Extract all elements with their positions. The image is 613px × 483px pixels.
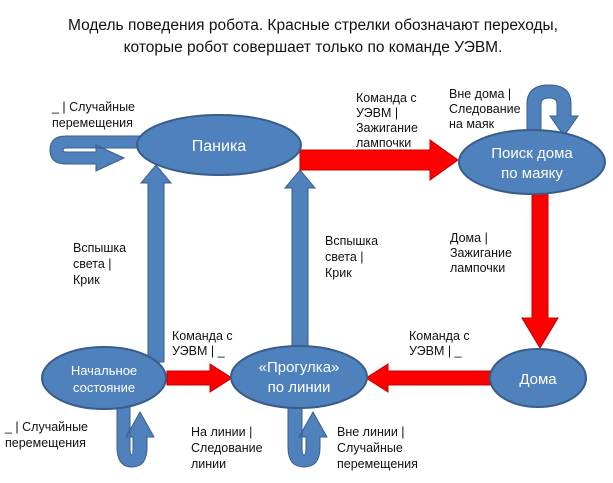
- label-walk-to-panic: Вспышка света | Крик: [325, 234, 378, 280]
- label-walk-self-2: Следование: [191, 441, 263, 455]
- arrow-start-to-walk: [166, 363, 233, 393]
- node-search: Поиск дома по маяку: [458, 129, 606, 195]
- label-walk-self-3: линии: [191, 457, 226, 471]
- node-walk-label-1: «Прогулка»: [259, 359, 340, 376]
- arrow-walk-self-loop: [287, 399, 328, 468]
- label-start-to-walk-2: УЭВМ | _: [172, 344, 226, 358]
- arrow-walk-to-panic: [283, 169, 317, 356]
- label-start-to-panic-2: света |: [73, 257, 112, 271]
- arrow-search-self-loop: [526, 84, 579, 141]
- label-start-to-panic: Вспышка света | Крик: [73, 241, 126, 287]
- node-walk-shape: [230, 345, 368, 409]
- label-start-self: _ | Случайные перемещения: [4, 420, 88, 450]
- label-start-to-panic-1: Вспышка: [73, 241, 126, 255]
- label-search-to-home-1: Дома |: [450, 231, 488, 245]
- node-panic-shape: [136, 114, 302, 176]
- label-search-self-1: Вне дома |: [449, 87, 511, 101]
- node-walk-label-2: по линии: [268, 379, 331, 396]
- label-home-to-walk-2: УЭВМ | _: [409, 344, 463, 358]
- label-start-to-panic-3: Крик: [73, 273, 100, 287]
- label-search-to-home: Дома | Зажигание лампочки: [450, 231, 512, 275]
- node-start: Начальное состояние: [41, 346, 167, 410]
- title-line-2: которые робот совершает только по команд…: [124, 39, 503, 56]
- label-walk-to-panic-2: света |: [325, 250, 364, 264]
- label-search-self-3: на маяк: [449, 117, 495, 131]
- label-walk-to-panic-3: Крик: [325, 266, 352, 280]
- node-panic-label: Паника: [192, 138, 247, 155]
- label-home-to-walk: Команда с УЭВМ | _: [409, 329, 470, 358]
- node-search-shape: [458, 129, 606, 195]
- label-walk-self-alt-1: Вне линии |: [337, 425, 405, 439]
- label-walk-self-alt-2: Случайные: [337, 441, 403, 455]
- command-transitions: [166, 139, 559, 393]
- label-search-to-home-3: лампочки: [450, 261, 505, 275]
- label-walk-self-1: На линии |: [191, 425, 252, 439]
- label-walk-self-alt-3: перемещения: [337, 457, 418, 471]
- label-home-to-walk-1: Команда с: [409, 329, 470, 343]
- label-search-self: Вне дома | Следование на маяк: [449, 87, 521, 131]
- label-start-self-1: _ | Случайные: [4, 420, 88, 434]
- node-search-label-2: по маяку: [501, 165, 563, 182]
- label-start-to-walk: Команда с УЭВМ | _: [172, 329, 233, 358]
- arrow-start-self-loop: [116, 403, 155, 468]
- label-walk-to-panic-1: Вспышка: [325, 234, 378, 248]
- arrow-home-to-walk: [365, 363, 491, 393]
- node-start-shape: [41, 346, 167, 410]
- label-panic-to-search-1: Команда с: [356, 91, 417, 105]
- label-walk-self: На линии | Следование линии: [191, 425, 263, 471]
- label-walk-self-alt: Вне линии | Случайные перемещения: [337, 425, 418, 471]
- label-search-self-2: Следование: [449, 102, 521, 116]
- label-panic-to-search-4: лампочки: [356, 136, 411, 150]
- arrow-panic-to-search: [299, 139, 459, 181]
- node-home-label: Дома: [519, 371, 557, 388]
- label-panic-self: _ | Случайные перемещения: [51, 100, 135, 130]
- node-panic: Паника: [136, 114, 302, 176]
- label-panic-to-search-2: УЭВМ |: [356, 106, 398, 120]
- arrow-start-to-panic: [139, 164, 173, 363]
- title-line-1: Модель поведения робота. Красные стрелки…: [68, 17, 558, 34]
- label-panic-to-search: Команда с УЭВМ | Зажигание лампочки: [356, 91, 418, 150]
- arrow-panic-self-loop-body: [49, 135, 144, 172]
- label-start-self-2: перемещения: [5, 436, 86, 450]
- auto-transitions: [49, 84, 579, 468]
- label-panic-self-1: _ | Случайные: [51, 100, 135, 114]
- label-panic-to-search-3: Зажигание: [356, 121, 418, 135]
- label-start-to-walk-1: Команда с: [172, 329, 233, 343]
- label-panic-self-2: перемещения: [52, 116, 133, 130]
- node-search-label-1: Поиск дома: [491, 145, 573, 162]
- label-search-to-home-2: Зажигание: [450, 246, 512, 260]
- node-start-label-2: состояние: [73, 380, 135, 395]
- node-home: Дома: [489, 348, 587, 408]
- node-start-label-1: Начальное: [71, 363, 137, 378]
- arrow-search-to-home: [521, 192, 559, 349]
- node-walk: «Прогулка» по линии: [230, 345, 368, 409]
- node-home-shape: [489, 348, 587, 408]
